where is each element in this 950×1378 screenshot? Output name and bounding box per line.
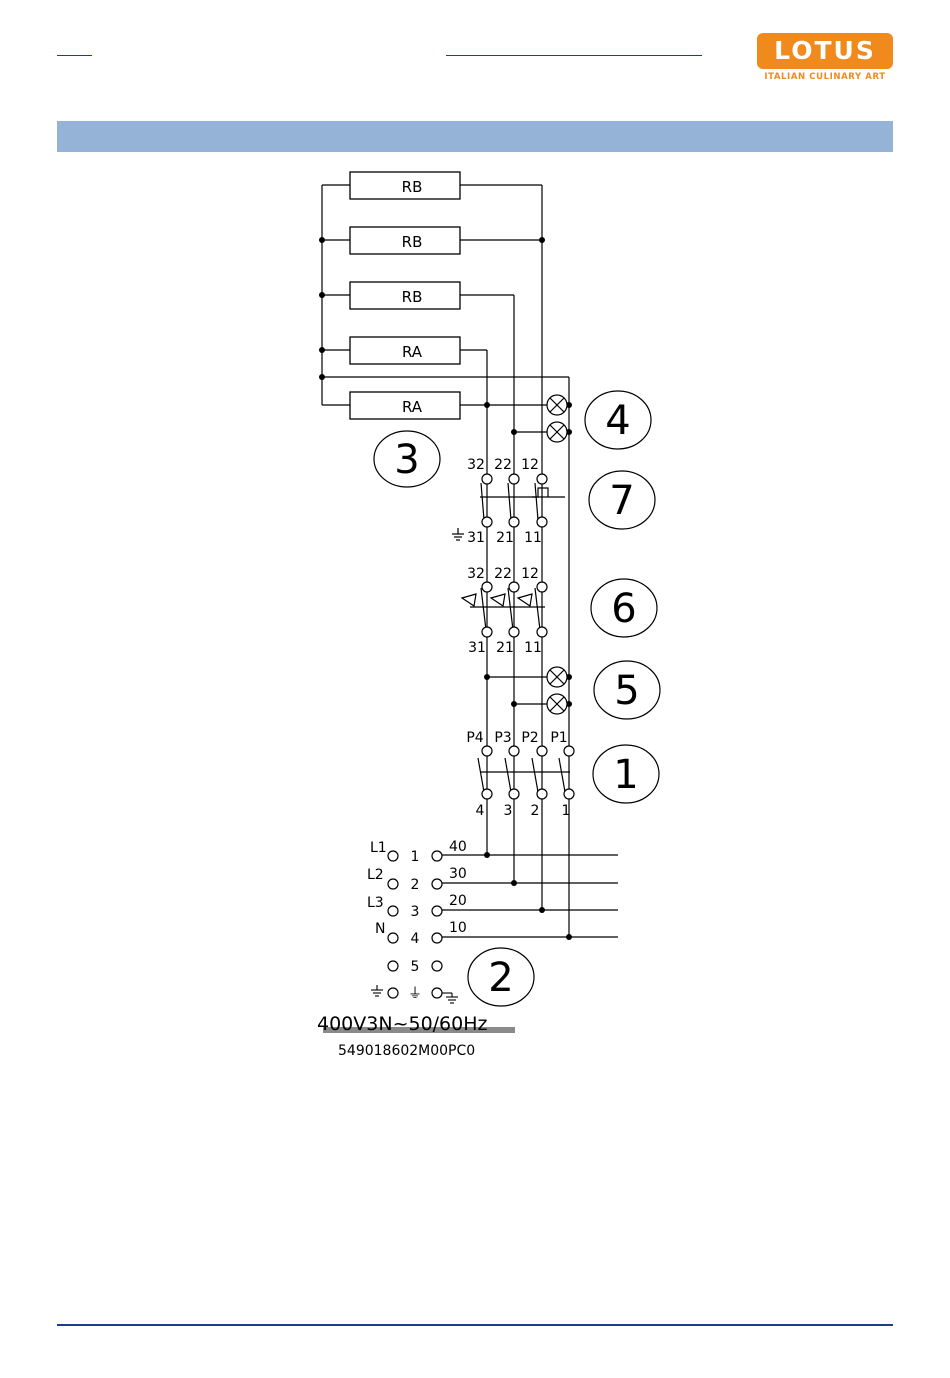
terminal-number: 1 [411, 849, 420, 865]
switch-top-label: P4 [466, 730, 483, 746]
terminal-wire-label: 20 [449, 893, 467, 909]
thermostat-top-label: 22 [494, 566, 512, 582]
thermostat-top-label: 12 [521, 566, 539, 582]
selector-top-label: 32 [467, 457, 485, 473]
terminal-number: 5 [411, 959, 420, 975]
lamp-icon [547, 395, 567, 415]
callout-number: 3 [394, 437, 419, 483]
selector-top-label: 12 [521, 457, 539, 473]
lamp-icon [547, 694, 567, 714]
resistor-label: RB [402, 288, 423, 306]
selector-top-label: 22 [494, 457, 512, 473]
terminal-line-label: N [375, 921, 385, 937]
callout-number: 4 [605, 398, 630, 444]
switch-bottom-label: 3 [504, 803, 513, 819]
resistor-label: RB [402, 233, 423, 251]
switch-bottom-label: 2 [531, 803, 540, 819]
thermostat-bottom-label: 21 [496, 640, 514, 656]
resistor-label: RA [402, 398, 423, 416]
terminal-number: 3 [411, 904, 420, 920]
terminal-line-label: L3 [367, 895, 384, 911]
ground-icon [452, 528, 464, 540]
supply-rating: 400V3N~50/60Hz [317, 1013, 488, 1035]
switch-top-label: P3 [494, 730, 511, 746]
terminal-wire-label: 40 [449, 839, 467, 855]
thermostat-bottom-label: 31 [468, 640, 486, 656]
lamp-icon [547, 667, 567, 687]
contact-terminals [482, 474, 574, 799]
callout-number: 6 [611, 586, 636, 632]
switch-top-label: P2 [521, 730, 538, 746]
terminal-wire-label: 10 [449, 920, 467, 936]
switch-top-label: P1 [550, 730, 567, 746]
callout-number: 7 [609, 478, 634, 524]
thermostat-bottom-label: 11 [524, 640, 542, 656]
ground-icon [371, 985, 383, 996]
resistor-group: RB RB RB RA RA [350, 172, 460, 419]
resistor-label: RA [402, 343, 423, 361]
callout-number: 5 [614, 668, 639, 714]
selector-bottom-label: 21 [496, 530, 514, 546]
thermostat-top-label: 32 [467, 566, 485, 582]
terminal-number: 2 [411, 877, 420, 893]
selector-bottom-label: 11 [524, 530, 542, 546]
callout-number: 2 [488, 955, 513, 1001]
terminal-number: 4 [411, 931, 420, 947]
lamp-icon [547, 422, 567, 442]
ground-icon [442, 993, 458, 1003]
footer-rule [57, 1324, 893, 1326]
terminal-wire-label: 30 [449, 866, 467, 882]
switch-bottom-label: 1 [562, 803, 571, 819]
terminal-block [388, 851, 442, 998]
switch-bottom-label: 4 [476, 803, 485, 819]
terminal-line-label: L1 [370, 840, 387, 856]
resistor-label: RB [402, 178, 423, 196]
thermostat-arrows [462, 594, 532, 606]
callout-number: 1 [613, 752, 638, 798]
terminal-ground-label: ⏚ [408, 986, 422, 1002]
selector-bottom-label: 31 [467, 530, 485, 546]
diagram-code: 549018602M00PC0 [338, 1043, 475, 1059]
terminal-line-label: L2 [367, 867, 384, 883]
